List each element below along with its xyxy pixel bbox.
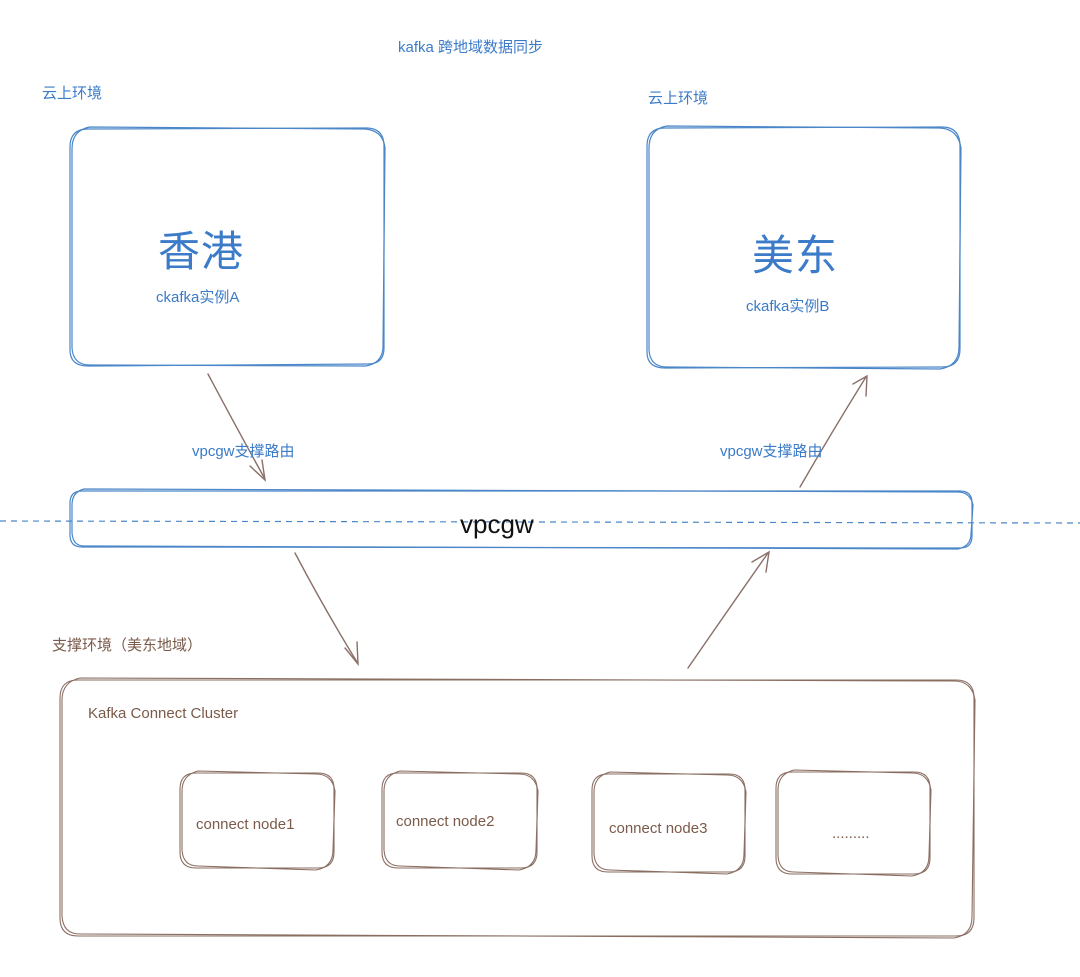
arrow-hk-to-vpcgw [207, 373, 266, 480]
node-box-4 [775, 769, 932, 877]
region-a-name: 香港 [158, 228, 245, 275]
node-label-2: connect node2 [396, 813, 495, 830]
cluster-box [59, 677, 976, 939]
arrow-vpcgw-to-us [799, 376, 867, 488]
cluster-title: Kafka Connect Cluster [88, 705, 239, 722]
route-label-left: vpcgw支撑路由 [192, 443, 295, 460]
vpcgw-bar [69, 488, 974, 550]
arrow-vpcgw-to-cluster [294, 552, 358, 663]
node-label-3: connect node3 [609, 820, 708, 837]
node-box-3 [591, 771, 747, 875]
arrows [207, 373, 868, 669]
node-box-2 [381, 770, 539, 871]
arrow-cluster-to-vpcgw [687, 552, 769, 669]
cloud-env-label-right: 云上环境 [648, 90, 709, 107]
node-box-1 [179, 770, 336, 871]
node-label-1: connect node1 [196, 816, 295, 833]
node-label-4: ......... [832, 825, 870, 842]
boundary-dashed-line [0, 520, 1080, 524]
cloud-env-label-left: 云上环境 [42, 85, 103, 102]
gateway-label: vpcgw [460, 509, 534, 539]
route-label-right: vpcgw支撑路由 [720, 443, 823, 460]
region-a-box [69, 126, 386, 367]
support-env-label: 支撑环境（美东地域） [52, 637, 203, 654]
region-b-instance: ckafka实例B [746, 298, 830, 315]
region-a-instance: ckafka实例A [156, 289, 240, 306]
region-b-box [646, 125, 962, 370]
region-b-name: 美东 [752, 232, 839, 279]
diagram-title: kafka 跨地域数据同步 [398, 39, 544, 56]
